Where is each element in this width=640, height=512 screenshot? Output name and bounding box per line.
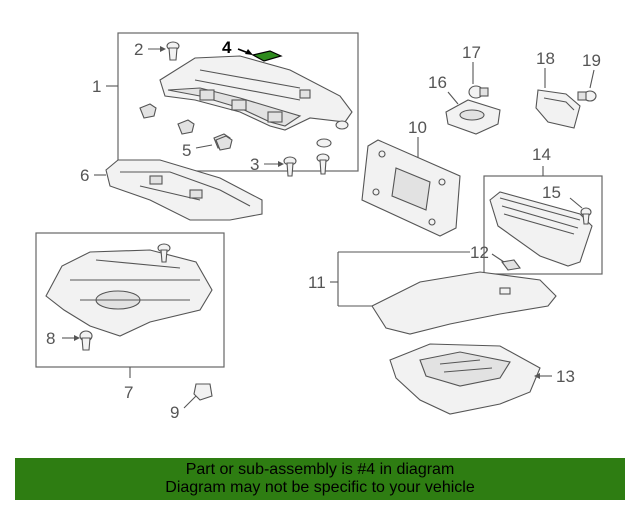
info-banner: Part or sub-assembly is #4 in diagram Di… [15, 458, 625, 500]
callout-9: 9 [170, 403, 179, 422]
clip-part-15 [580, 207, 592, 225]
callout-2: 2 [134, 40, 143, 59]
trim-panel-part [489, 191, 593, 267]
screw-part-3 [283, 156, 297, 177]
lens-part-18 [535, 89, 581, 129]
callout-4: 4 [222, 38, 232, 57]
highlighted-part-4 [251, 50, 283, 62]
storage-tray-part-13 [389, 343, 541, 415]
bulb-part-19 [577, 90, 597, 102]
callout-11: 11 [308, 273, 326, 292]
clip-part [157, 243, 171, 263]
arrow-4 [245, 49, 253, 55]
callout-17: 17 [462, 43, 481, 62]
arrow-2 [160, 46, 166, 52]
grommet-part [335, 120, 349, 130]
clip-part [177, 119, 195, 135]
callout-14: 14 [532, 145, 551, 164]
floor-mat-part-11 [371, 271, 557, 335]
screw-part [316, 153, 330, 175]
callout-15: 15 [542, 183, 561, 202]
arrow-3 [278, 161, 284, 167]
callout-7: 7 [124, 383, 133, 402]
callout-6: 6 [80, 166, 89, 185]
callout-8: 8 [46, 329, 55, 348]
rear-shelf-part [159, 55, 353, 131]
cover-plate-part-10 [361, 139, 461, 237]
callout-16: 16 [428, 73, 447, 92]
callout-1: 1 [92, 77, 101, 96]
clip-part-2 [166, 41, 180, 61]
callout-13: 13 [556, 367, 575, 386]
leader-19 [589, 69, 595, 89]
arrow-8 [74, 335, 80, 341]
leader-9 [183, 395, 197, 409]
banner-line-1: Part or sub-assembly is #4 in diagram [185, 461, 455, 478]
callout-18: 18 [536, 49, 555, 68]
callout-10: 10 [408, 118, 427, 137]
callout-5: 5 [182, 141, 191, 160]
clip-part-12 [501, 259, 521, 271]
callout-3: 3 [250, 155, 259, 174]
parts-diagram: 1 2 3 4 5 6 7 8 9 10 11 12 13 14 15 16 1… [35, 32, 603, 422]
under-panel-part-6 [105, 159, 263, 221]
clip-part [139, 103, 157, 119]
clip-part-9 [193, 383, 213, 401]
lamp-housing-part-16 [445, 99, 501, 135]
arrow-13 [534, 373, 540, 379]
leader-12 [491, 253, 505, 263]
callout-12: 12 [470, 243, 489, 262]
clip-part-8 [79, 330, 93, 351]
leader-5 [195, 144, 213, 149]
banner-line-2: Diagram may not be specific to your vehi… [165, 479, 475, 496]
callout-19: 19 [582, 51, 601, 70]
floor-panel-part [45, 249, 213, 337]
grommet-part [316, 138, 332, 148]
leader-16 [447, 91, 459, 105]
leader-15 [569, 197, 583, 209]
bulb-part-17 [468, 85, 489, 99]
clip-part-5 [215, 135, 233, 151]
group-box-1 [117, 32, 359, 172]
